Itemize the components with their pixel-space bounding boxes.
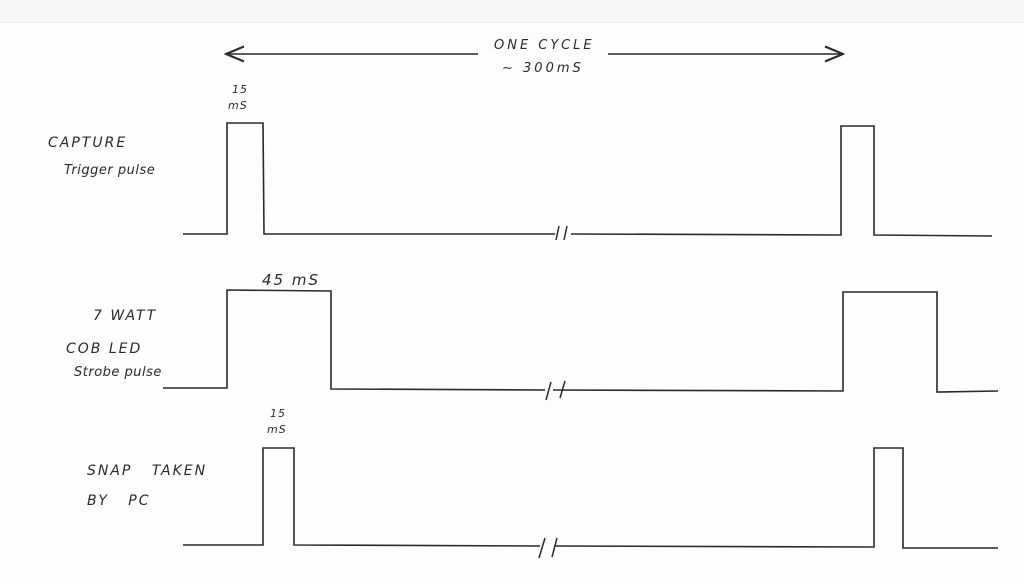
capture-trigger-waveform <box>183 122 993 241</box>
led-pulse-width: 45 mS <box>262 271 320 289</box>
led-label-line1: 7 WATT <box>93 308 158 324</box>
led-label-line3: Strobe pulse <box>74 365 162 380</box>
break-mark-icon <box>555 225 568 241</box>
capture-label-line2: Trigger pulse <box>64 163 156 178</box>
snap-taken-waveform <box>183 447 998 559</box>
break-mark-icon <box>545 380 566 401</box>
snap-pulse-width-num: 15 <box>270 407 286 420</box>
cycle-title: ONE CYCLE <box>494 38 595 53</box>
capture-pulse-width-num: 15 <box>232 83 248 96</box>
cycle-duration: ∼ 300mS <box>502 61 584 76</box>
snap-label-line2: BY PC <box>87 493 151 509</box>
led-label-line2: COB LED <box>66 341 143 357</box>
snap-label-line1: SNAP TAKEN <box>87 463 208 479</box>
break-mark-icon <box>538 537 558 559</box>
scan-edge <box>0 0 1024 23</box>
snap-pulse-width-unit: mS <box>267 423 287 436</box>
capture-pulse-width-unit: mS <box>228 99 248 112</box>
capture-label-line1: CAPTURE <box>48 135 128 151</box>
led-strobe-waveform <box>163 289 999 401</box>
